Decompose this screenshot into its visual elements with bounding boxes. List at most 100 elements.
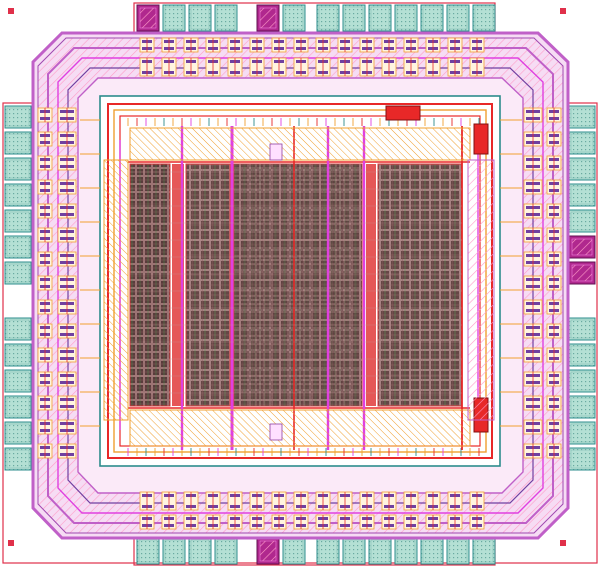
pad-left-7 [4, 317, 32, 341]
pad-bottom-9 [394, 537, 418, 565]
driver-top-a-8 [315, 37, 331, 53]
driver-right-a-1 [523, 131, 543, 147]
driver-top-a-15 [469, 37, 485, 53]
pad-left-8 [4, 343, 32, 367]
pad-top-4 [256, 4, 280, 32]
driver-left-b-14 [57, 443, 77, 459]
pad-bottom-8 [368, 537, 392, 565]
driver-bottom-a-14 [447, 491, 463, 511]
corner-marker-2 [8, 540, 14, 546]
io-driver-row-bottom [139, 491, 485, 530]
pad-left-0 [4, 105, 32, 129]
driver-left-b-0 [57, 107, 77, 123]
core-block-right-array[interactable] [366, 163, 463, 407]
driver-left-a-2 [37, 155, 53, 171]
driver-top-b-15 [469, 57, 485, 77]
driver-bottom-b-8 [315, 514, 331, 530]
driver-top-b-7 [293, 57, 309, 77]
pad-left-4 [4, 209, 32, 233]
pad-right-3 [568, 183, 596, 207]
driver-top-b-11 [381, 57, 397, 77]
driver-top-a-12 [403, 37, 419, 53]
driver-top-a-7 [293, 37, 309, 53]
driver-right-b-14 [546, 443, 562, 459]
pad-column-left [4, 105, 32, 471]
driver-left-b-13 [57, 419, 77, 435]
driver-left-b-8 [57, 299, 77, 315]
driver-right-b-2 [546, 155, 562, 171]
driver-bottom-b-4 [227, 514, 243, 530]
driver-left-a-5 [37, 227, 53, 243]
pad-right-5 [568, 235, 596, 259]
driver-right-a-0 [523, 107, 543, 123]
driver-bottom-a-13 [425, 491, 441, 511]
interface-column-right [103, 159, 495, 421]
driver-bottom-b-12 [403, 514, 419, 530]
pad-right-4 [568, 209, 596, 233]
driver-right-a-12 [523, 395, 543, 411]
driver-left-a-4 [37, 203, 53, 219]
pad-left-5 [4, 235, 32, 259]
driver-top-b-1 [161, 57, 177, 77]
driver-top-b-3 [205, 57, 221, 77]
pad-bottom-12 [472, 537, 496, 565]
driver-left-b-5 [57, 227, 77, 243]
driver-top-a-0 [139, 37, 155, 53]
pad-right-11 [568, 421, 596, 445]
pad-left-10 [4, 395, 32, 419]
driver-left-b-6 [57, 251, 77, 267]
pad-top-12 [472, 4, 496, 32]
pad-bottom-6 [316, 537, 340, 565]
driver-top-b-8 [315, 57, 331, 77]
corner-marker-1 [560, 8, 566, 14]
driver-bottom-b-6 [271, 514, 287, 530]
driver-left-a-13 [37, 419, 53, 435]
driver-bottom-a-3 [205, 491, 221, 511]
pad-top-2 [188, 4, 212, 32]
driver-right-b-3 [546, 179, 562, 195]
driver-bottom-a-9 [337, 491, 353, 511]
driver-right-a-10 [523, 347, 543, 363]
core-block-left-array[interactable] [129, 163, 231, 407]
driver-right-b-10 [546, 347, 562, 363]
driver-bottom-a-5 [249, 491, 265, 511]
driver-left-a-10 [37, 347, 53, 363]
pad-row-bottom [136, 537, 496, 565]
pad-left-1 [4, 131, 32, 155]
driver-left-a-7 [37, 275, 53, 291]
driver-top-a-6 [271, 37, 287, 53]
pad-top-11 [446, 4, 470, 32]
pad-right-0 [568, 105, 596, 129]
driver-bottom-a-7 [293, 491, 309, 511]
driver-bottom-b-13 [425, 514, 441, 530]
core-block-center-array[interactable] [233, 163, 363, 407]
driver-bottom-a-2 [183, 491, 199, 511]
pad-bottom-2 [188, 537, 212, 565]
driver-right-b-4 [546, 203, 562, 219]
driver-bottom-a-1 [161, 491, 177, 511]
driver-bottom-a-8 [315, 491, 331, 511]
driver-bottom-b-3 [205, 514, 221, 530]
driver-top-a-10 [359, 37, 375, 53]
driver-top-a-11 [381, 37, 397, 53]
pad-bottom-4 [256, 537, 280, 565]
driver-left-a-9 [37, 323, 53, 339]
driver-top-b-9 [337, 57, 353, 77]
driver-right-a-4 [523, 203, 543, 219]
driver-top-a-3 [205, 37, 221, 53]
driver-top-b-13 [425, 57, 441, 77]
driver-right-b-7 [546, 275, 562, 291]
pad-top-9 [394, 4, 418, 32]
pad-left-12 [4, 447, 32, 471]
control-block-top [129, 105, 489, 161]
corner-markers [8, 8, 566, 546]
driver-top-a-2 [183, 37, 199, 53]
driver-left-b-3 [57, 179, 77, 195]
pad-bottom-5 [282, 537, 306, 565]
driver-left-b-1 [57, 131, 77, 147]
driver-top-b-14 [447, 57, 463, 77]
driver-top-b-10 [359, 57, 375, 77]
driver-bottom-a-11 [381, 491, 397, 511]
